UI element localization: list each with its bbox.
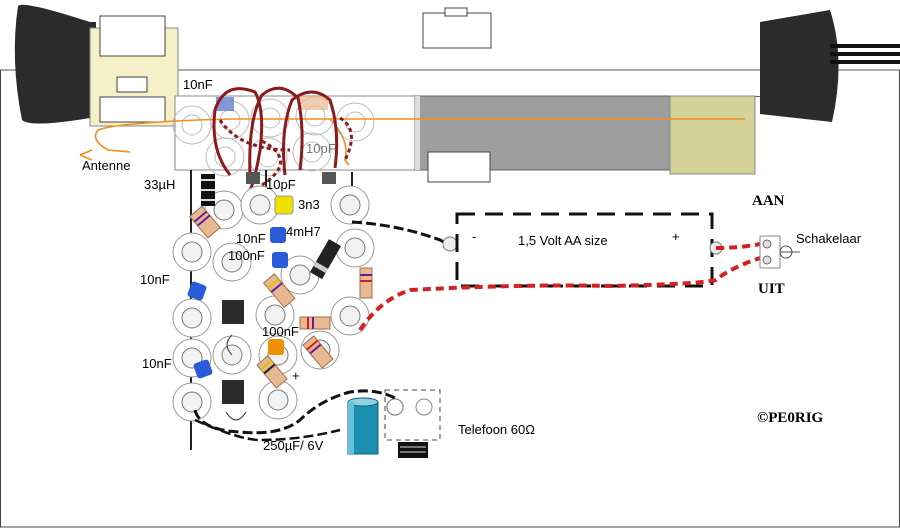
rod-clip [427,151,491,183]
resistor-4 [256,355,288,389]
cap-100nf-a [272,252,288,268]
label-switch-off: UIT [758,281,785,297]
resistor-vertical [359,267,373,299]
label-plus: + [292,368,300,383]
resistor-1 [189,205,221,239]
cap-10pf [246,172,260,184]
label-100nf-a: 100nF [228,248,265,263]
phone-connector [384,389,441,441]
label-switch: Schakelaar [796,231,862,246]
clip-block-2 [116,76,148,93]
right-knob-cables [830,44,900,48]
elco-250uf [347,397,379,455]
resistor-h [299,316,331,330]
cap-10pf-2 [322,172,336,184]
label-antenna: Antenne [82,158,130,173]
clip-block-3 [99,96,166,123]
label-10nf-left1: 10nF [140,272,170,287]
label-battery-plus: + [672,229,680,244]
label-copyright: ©PE0RIG [757,410,824,426]
diode [309,239,342,280]
resistor-2 [262,273,296,309]
label-10nf-top: 10nF [183,77,213,92]
transistor-1 [222,300,244,324]
resistor-3 [302,335,334,369]
label-elco: 250µF/ 6V [263,438,324,453]
label-33uh: 33µH [144,177,175,192]
battery-minus-wire [351,220,449,246]
right-knob [760,10,839,122]
label-3n3: 3n3 [298,197,320,212]
label-10pf-ghost: 10pF [306,141,336,156]
cap-100nf-b [268,339,284,355]
label-phone: Telefoon 60Ω [458,422,535,437]
label-battery-minus: - [472,229,476,244]
cap-10nf-left1 [187,281,207,301]
ground-wire [193,389,396,435]
top-mount [422,12,492,49]
label-4mh7: 4mH7 [286,224,321,239]
label-switch-on: AAN [752,193,785,209]
label-10pf: 10pF [266,177,296,192]
transistor-2 [222,380,244,404]
label-100nf-b: 100nF [262,324,299,339]
red-wire [358,256,761,332]
cap-10nf-left2 [193,359,213,379]
antenna-wire [94,118,745,153]
cap-10nf-mid [270,227,286,243]
cap-3n3 [274,195,294,215]
left-knob [14,4,96,124]
rod-holder [174,95,421,171]
ferrite-rod-end [669,95,756,175]
label-battery: 1,5 Volt AA size [518,233,608,248]
label-10nf-left2: 10nF [142,356,172,371]
label-10nf-mid: 10nF [236,231,266,246]
switch[interactable] [759,235,800,269]
ferrite-coil [212,86,353,191]
clip-block-1 [99,15,166,57]
